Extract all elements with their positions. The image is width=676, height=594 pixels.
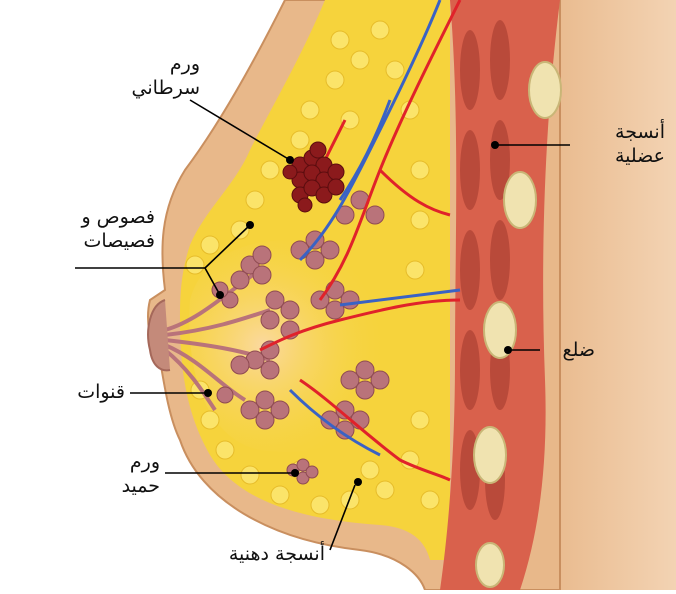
malignant-tumor xyxy=(282,141,345,213)
label-rib-text: ضلع xyxy=(562,339,595,361)
label-lobes-lobules: فصوص و فصيصات xyxy=(35,205,155,253)
label-rib: ضلع xyxy=(545,338,595,362)
blood-vessels xyxy=(259,0,462,482)
leader-lobes-upper xyxy=(204,224,251,269)
benign-tumor xyxy=(286,458,319,485)
label-benign-tumor: ورم حميد xyxy=(90,450,160,498)
chest-wall xyxy=(540,0,676,590)
rib-3 xyxy=(483,301,517,359)
leader-dots xyxy=(204,141,512,486)
label-malignant-tumor-line2: سرطاني xyxy=(131,77,200,99)
muscle-fibers xyxy=(460,20,510,520)
label-ducts: قنوات xyxy=(45,380,125,404)
label-muscle-tissue-line2: عضلية xyxy=(614,145,665,167)
label-lobes-lobules-line1: فصوص و xyxy=(81,206,155,228)
lobules xyxy=(211,190,390,440)
label-malignant-tumor: ورم سرطاني xyxy=(100,52,200,100)
nipple xyxy=(147,299,171,372)
label-ducts-text: قنوات xyxy=(77,381,125,403)
rib-4 xyxy=(473,426,507,484)
rib-1 xyxy=(528,61,562,119)
leader-malignant xyxy=(189,99,291,161)
label-malignant-tumor-line1: ورم xyxy=(169,53,200,75)
ducts xyxy=(163,268,271,412)
label-fatty-tissue-text: أنسجة دهنية xyxy=(228,543,325,565)
rib-2 xyxy=(503,171,537,229)
ribs xyxy=(473,61,562,588)
label-benign-tumor-line1: ورم xyxy=(129,451,160,473)
leader-lobes-lower xyxy=(204,267,221,296)
label-muscle-tissue-line1: أنسجة xyxy=(615,121,665,143)
leader-lines xyxy=(75,99,570,551)
leader-fat xyxy=(329,484,356,551)
label-benign-tumor-line2: حميد xyxy=(121,475,160,497)
rib-5 xyxy=(475,542,505,588)
label-muscle-tissue: أنسجة عضلية xyxy=(575,120,665,168)
label-lobes-lobules-line2: فصيصات xyxy=(83,230,155,252)
label-fatty-tissue: أنسجة دهنية xyxy=(195,542,325,566)
